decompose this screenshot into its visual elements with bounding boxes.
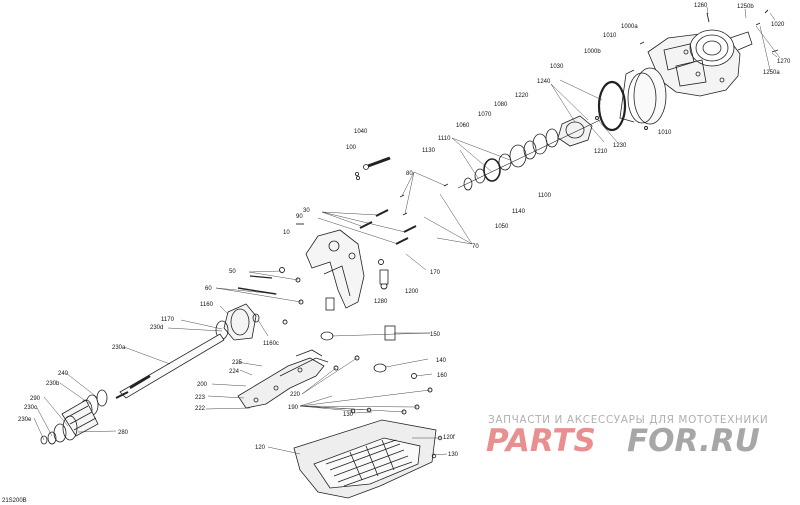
- main-shaft-230a: [115, 333, 225, 399]
- label-1040: 1040: [354, 129, 368, 135]
- label-1010-a: 1010: [603, 33, 617, 39]
- diagram-code: 21S200B: [2, 498, 27, 504]
- leader-lines: [33, 6, 781, 456]
- label-1000a: 1000a: [621, 24, 638, 30]
- ride-plate: [293, 419, 443, 499]
- impeller-assembly: [457, 115, 601, 191]
- label-230a: 230a: [112, 345, 126, 351]
- pump-housing: [647, 29, 753, 97]
- label-1280: 1280: [374, 299, 388, 305]
- label-120f: 120f: [443, 435, 455, 441]
- label-60: 60: [205, 286, 212, 292]
- label-1020: 1020: [771, 22, 785, 28]
- label-1170: 1170: [161, 317, 175, 323]
- ring-150: [320, 331, 334, 341]
- label-1140: 1140: [512, 209, 526, 215]
- label-1000b: 1000b: [584, 49, 601, 55]
- label-1100: 1100: [538, 193, 552, 199]
- label-290: 290: [30, 396, 41, 402]
- parts-illustration: [40, 9, 779, 499]
- shaft-boot: [40, 389, 108, 445]
- watermark-logo-right: FOR.RU: [627, 423, 760, 459]
- label-230e: 230e: [18, 417, 32, 423]
- label-280: 280: [118, 430, 129, 436]
- label-1230: 1230: [613, 143, 627, 149]
- label-70: 70: [472, 244, 479, 250]
- label-130-b: 130: [448, 452, 459, 458]
- label-1080: 1080: [494, 102, 508, 108]
- label-220: 220: [290, 392, 301, 398]
- label-1160: 1160: [200, 302, 214, 308]
- pump-bracket: [305, 229, 365, 311]
- watermark: ЗАПЧАСТИ И АКСЕССУАРЫ ДЛЯ МОТОТЕХНИКИ PA…: [486, 414, 768, 459]
- label-1050: 1050: [495, 224, 509, 230]
- label-140: 140: [436, 358, 447, 364]
- label-170: 170: [430, 270, 441, 276]
- label-90: 90: [296, 214, 303, 220]
- label-1220: 1220: [515, 93, 529, 99]
- label-120: 120: [255, 445, 266, 451]
- label-223: 223: [195, 395, 206, 401]
- ring-140: [373, 363, 387, 373]
- label-130-a: 130: [343, 412, 354, 418]
- wear-ring: [619, 67, 667, 125]
- label-1030: 1030: [550, 64, 564, 70]
- label-190: 190: [288, 405, 299, 411]
- label-160: 160: [437, 373, 448, 379]
- coupling-1160: [215, 303, 260, 341]
- nozzle-1280: [379, 269, 389, 285]
- label-1270: 1270: [777, 59, 791, 65]
- label-1250b: 1250b: [737, 4, 754, 10]
- label-230c: 230c: [24, 405, 37, 411]
- label-1200: 1200: [405, 289, 419, 295]
- label-1130: 1130: [422, 148, 436, 154]
- label-50: 50: [229, 269, 236, 275]
- watermark-logo-left: PARTS: [486, 423, 596, 459]
- drive-shaft-1040: [354, 156, 391, 180]
- label-1250a: 1250a: [763, 70, 780, 76]
- label-10: 10: [283, 230, 290, 236]
- label-222: 222: [195, 406, 206, 412]
- label-1260: 1260: [694, 3, 708, 9]
- part-labels: 1260 1250b 1020 1000a 1010 1000b 1270 12…: [18, 3, 791, 458]
- label-1240: 1240: [537, 79, 551, 85]
- label-240: 240: [58, 371, 69, 377]
- label-80: 80: [406, 171, 413, 177]
- label-100: 100: [346, 145, 357, 151]
- label-230d: 230d: [150, 325, 163, 331]
- o-ring-1030: [597, 80, 627, 132]
- label-1070: 1070: [478, 112, 492, 118]
- label-1060: 1060: [456, 123, 470, 129]
- label-1210: 1210: [594, 149, 608, 155]
- mounting-bracket: [237, 349, 329, 409]
- label-224: 224: [229, 369, 240, 375]
- watermark-tagline: ЗАПЧАСТИ И АКСЕССУАРЫ ДЛЯ МОТОТЕХНИКИ: [488, 414, 768, 426]
- fitting-150: [384, 325, 396, 341]
- label-225: 225: [232, 360, 243, 366]
- label-200: 200: [197, 382, 208, 388]
- label-230b: 230b: [46, 381, 60, 387]
- label-1110: 1110: [438, 136, 451, 142]
- label-1160c: 1160c: [263, 341, 279, 347]
- label-150: 150: [430, 332, 441, 338]
- label-30: 30: [303, 208, 310, 214]
- label-1010-b: 1010: [658, 130, 672, 136]
